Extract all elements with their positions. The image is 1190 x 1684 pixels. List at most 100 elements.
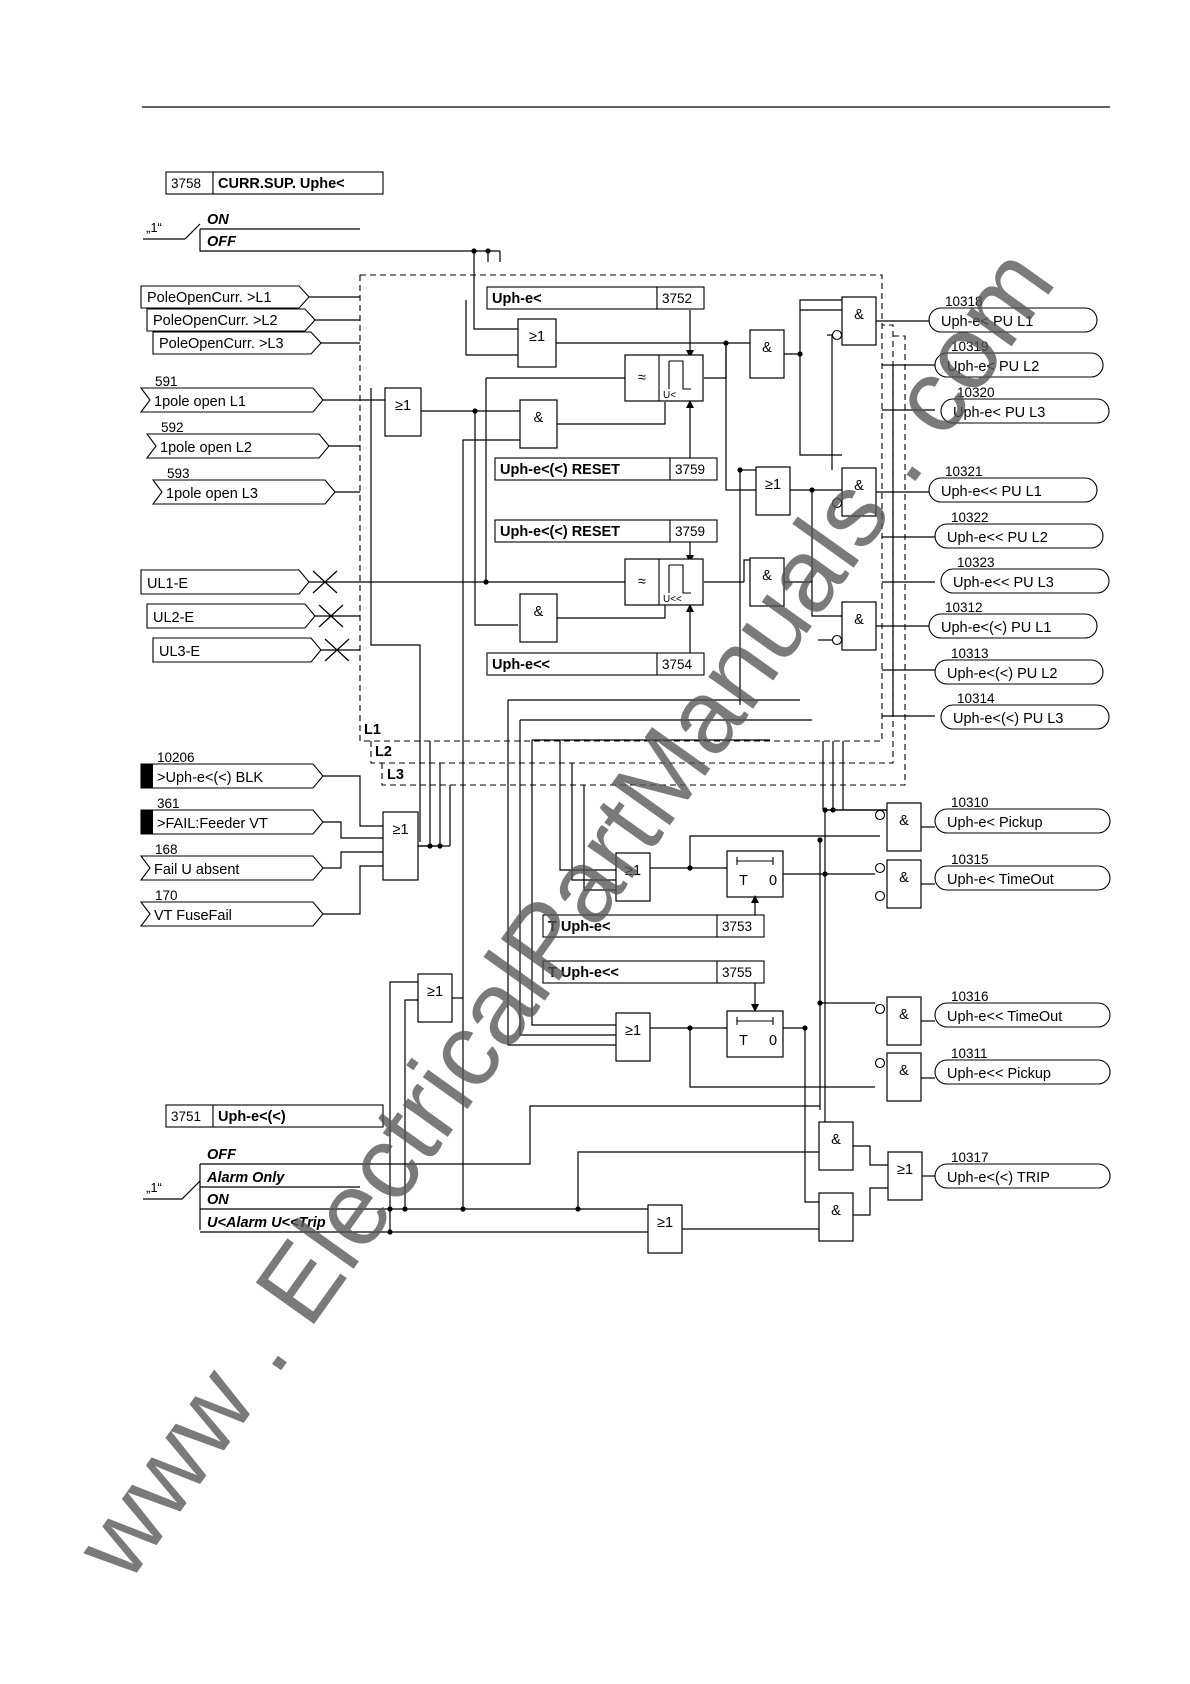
wire xyxy=(370,388,421,842)
negation-circle xyxy=(874,1003,886,1015)
comparator-u-ltlt-hysteresis xyxy=(668,564,691,594)
and-gate-trip-1 xyxy=(818,1121,854,1171)
input-fail-feeder-vt-number: 361 xyxy=(157,796,180,811)
comparator-u-lt-filter-symbol: ≈ xyxy=(638,370,646,386)
output-10318 xyxy=(928,307,1098,333)
and-gate-u-ltlt-enable-symbol: & xyxy=(534,604,544,620)
input-1pole-open-l1-number: 591 xyxy=(155,374,178,389)
output-10323 xyxy=(940,568,1110,594)
junction-dot xyxy=(687,1025,693,1031)
junction-dot xyxy=(471,248,477,254)
cross-mark xyxy=(324,638,350,662)
input-fail-u-absent xyxy=(139,855,324,881)
frame-l3 xyxy=(381,335,906,786)
frame-l1 xyxy=(359,274,883,742)
junction-dot xyxy=(830,807,836,813)
switch-top-off: OFF xyxy=(207,234,237,250)
output-10321 xyxy=(928,477,1098,503)
negation-circle xyxy=(874,809,886,821)
cross-mark xyxy=(318,604,344,628)
comparator-u-lt-threshold: U< xyxy=(663,390,676,401)
input-fail-u-absent-number: 168 xyxy=(155,842,178,857)
junction-dot xyxy=(797,351,803,357)
frame-label-l3: L3 xyxy=(387,767,404,783)
output-10319-number: 10319 xyxy=(951,339,989,354)
or-gate-alarm-mode xyxy=(647,1204,683,1254)
setting-3759-b-name: Uph-e<(<) RESET xyxy=(500,524,620,540)
input-ul1-e xyxy=(140,569,310,595)
input-blk-label: >Uph-e<(<) BLK xyxy=(157,770,263,786)
setting-3755-id: 3755 xyxy=(722,965,752,980)
switch-bottom-alarm-only: Alarm Only xyxy=(206,1170,285,1186)
junction-dot xyxy=(575,1206,581,1212)
arrow-head xyxy=(686,350,694,358)
and-gate-trip-2 xyxy=(818,1192,854,1242)
arrow-head xyxy=(751,895,759,903)
junction-dot xyxy=(822,807,828,813)
and-gate-out-lll-pu-l1-symbol: & xyxy=(854,612,864,628)
output-10316 xyxy=(934,1002,1111,1028)
switch-bottom-alarm-trip: U<Alarm U<<Trip xyxy=(207,1215,326,1231)
output-10313-label: Uph-e<(<) PU L2 xyxy=(947,666,1057,682)
setting-3754-id: 3754 xyxy=(662,657,693,672)
junction-dot xyxy=(817,1000,823,1006)
setting-3754-id-cell xyxy=(656,652,705,676)
or-gate-combined-l1-symbol: ≥1 xyxy=(765,477,781,493)
input-1pole-open-l3-label: 1pole open L3 xyxy=(166,486,258,502)
setting-3753-id: 3753 xyxy=(722,919,752,934)
wire xyxy=(143,223,201,240)
input-poleopencurr-l3 xyxy=(152,331,322,355)
output-10311-number: 10311 xyxy=(951,1046,988,1061)
wire xyxy=(571,763,616,881)
input-ul2-e xyxy=(146,603,316,629)
wire xyxy=(465,300,518,356)
setting-3752-id: 3752 xyxy=(662,291,692,306)
output-10321-label: Uph-e<< PU L1 xyxy=(941,484,1042,500)
arrow-head xyxy=(686,400,694,408)
junction-dot xyxy=(460,1206,466,1212)
and-gate-u-lt-enable xyxy=(519,399,558,449)
output-10320-label: Uph-e< PU L3 xyxy=(953,405,1045,421)
junction-dot xyxy=(822,871,828,877)
output-10320 xyxy=(940,398,1110,424)
junction-dot xyxy=(387,1229,393,1235)
frame-label-l2: L2 xyxy=(375,744,392,760)
or-gate-pickup-u-ltlt-symbol: ≥1 xyxy=(625,1023,641,1039)
setting-3759-a-id: 3759 xyxy=(675,462,705,477)
or-gate-mode-block xyxy=(417,973,453,1023)
negation-circle xyxy=(831,634,843,646)
wire xyxy=(689,835,880,868)
and-gate-pickup xyxy=(886,802,922,852)
output-10311-label: Uph-e<< Pickup xyxy=(947,1066,1051,1082)
and-gate-out-ll-pu-l1-symbol: & xyxy=(854,478,864,494)
output-10322-label: Uph-e<< PU L2 xyxy=(947,530,1048,546)
wire xyxy=(519,720,616,1036)
and-gate-pickup-ll xyxy=(886,1052,922,1102)
phase-frames xyxy=(359,274,906,786)
input-blk-marker xyxy=(141,764,153,788)
wire xyxy=(853,1145,888,1166)
timer-t-uph-lt xyxy=(726,850,784,898)
junction-dot xyxy=(485,248,491,254)
input-vt-fusefail xyxy=(139,901,324,927)
wire xyxy=(323,775,383,827)
junction-dot xyxy=(817,837,823,843)
and-gate-out-pu-l1 xyxy=(841,296,877,346)
wire xyxy=(462,439,520,1209)
and-gate-pickup-ll-symbol: & xyxy=(899,1063,909,1079)
setting-3755-id-cell xyxy=(716,960,765,984)
or-gate-mode-block-symbol: ≥1 xyxy=(427,984,443,1000)
or-gate-pickup-u-ltlt xyxy=(615,1012,651,1062)
wire xyxy=(323,851,383,869)
wires xyxy=(143,223,935,1233)
input-1pole-open-l3 xyxy=(151,479,336,505)
switch-bottom-on: ON xyxy=(207,1192,229,1208)
output-10312-label: Uph-e<(<) PU L1 xyxy=(941,620,1051,636)
comparator-u-ltlt-threshold: U<< xyxy=(663,594,682,605)
const-one-bottom: „1“ xyxy=(146,1180,162,1195)
const-one-top: „1“ xyxy=(146,220,162,235)
wire xyxy=(531,740,616,1026)
output-10313 xyxy=(934,659,1104,685)
timer-t-uph-lt-time-bar xyxy=(736,857,774,865)
